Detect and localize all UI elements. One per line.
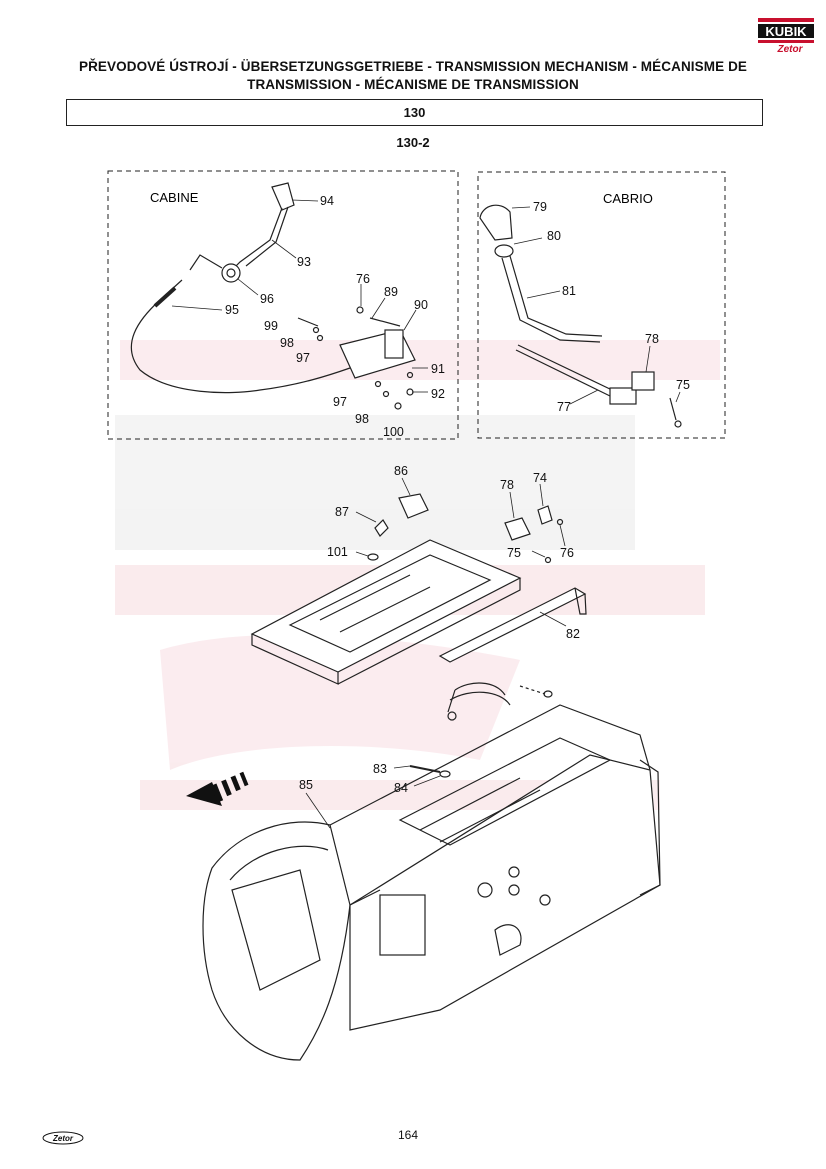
callout-101: 101 bbox=[327, 545, 348, 559]
callout-90: 90 bbox=[414, 298, 428, 312]
logo-brand: KUBIK bbox=[765, 24, 807, 39]
cabrio-panel bbox=[477, 171, 726, 439]
callout-77: 77 bbox=[557, 400, 571, 414]
callout-99: 99 bbox=[264, 319, 278, 333]
callout-89: 89 bbox=[384, 285, 398, 299]
cabine-panel bbox=[107, 170, 459, 440]
cabine-label: CABINE bbox=[150, 190, 199, 205]
logo-sub: Zetor bbox=[777, 44, 804, 55]
callout-75-top: 75 bbox=[676, 378, 690, 392]
callout-92: 92 bbox=[431, 387, 445, 401]
callout-81: 81 bbox=[562, 284, 576, 298]
callout-98-bottom: 98 bbox=[355, 412, 369, 426]
callout-100: 100 bbox=[383, 425, 404, 439]
sub-reference: 130-2 bbox=[396, 135, 430, 150]
callout-84: 84 bbox=[394, 781, 408, 795]
callout-86: 86 bbox=[394, 464, 408, 478]
footer-zetor-logo: Zetor bbox=[42, 1131, 84, 1145]
callout-96: 96 bbox=[260, 292, 274, 306]
cabrio-gear-lever-assembly bbox=[479, 204, 682, 428]
footer-logo-text: Zetor bbox=[52, 1134, 74, 1143]
callout-87: 87 bbox=[335, 505, 349, 519]
cabrio-label: CABRIO bbox=[603, 191, 653, 206]
callout-95: 95 bbox=[225, 303, 239, 317]
callout-97-top: 97 bbox=[296, 351, 310, 365]
callout-79: 79 bbox=[533, 200, 547, 214]
cabine-leader-lines bbox=[171, 199, 428, 393]
cabrio-leader-lines bbox=[511, 206, 681, 405]
callout-75-middle: 75 bbox=[507, 546, 521, 560]
housing-leader-lines bbox=[305, 765, 441, 829]
transmission-housing bbox=[202, 704, 661, 1061]
callout-82: 82 bbox=[566, 627, 580, 641]
callout-97-bottom: 97 bbox=[333, 395, 347, 409]
callout-labels: 94 93 96 95 76 89 90 99 98 97 91 92 97 9… bbox=[225, 194, 690, 795]
group-number-box: 130 bbox=[66, 99, 763, 126]
callout-76-middle: 76 bbox=[560, 546, 574, 560]
selector-plate-assembly bbox=[250, 493, 587, 721]
callout-80: 80 bbox=[547, 229, 561, 243]
callout-76-top: 76 bbox=[356, 272, 370, 286]
callout-78-top: 78 bbox=[645, 332, 659, 346]
callout-78-middle: 78 bbox=[500, 478, 514, 492]
callout-85: 85 bbox=[299, 778, 313, 792]
direction-arrow-icon bbox=[186, 771, 249, 806]
page-title: PŘEVODOVÉ ÚSTROJÍ - ÜBERSETZUNGSGETRIEBE… bbox=[78, 59, 748, 92]
callout-83: 83 bbox=[373, 762, 387, 776]
callout-74: 74 bbox=[533, 471, 547, 485]
callout-91: 91 bbox=[431, 362, 445, 376]
kubik-zetor-logo: KUBIK Zetor bbox=[756, 15, 816, 57]
cabine-gear-lever-assembly bbox=[130, 182, 416, 410]
page-number: 164 bbox=[397, 1128, 419, 1142]
group-number: 130 bbox=[403, 105, 426, 120]
callout-94: 94 bbox=[320, 194, 334, 208]
callout-98-top: 98 bbox=[280, 336, 294, 350]
middle-leader-lines bbox=[355, 477, 567, 627]
callout-93: 93 bbox=[297, 255, 311, 269]
